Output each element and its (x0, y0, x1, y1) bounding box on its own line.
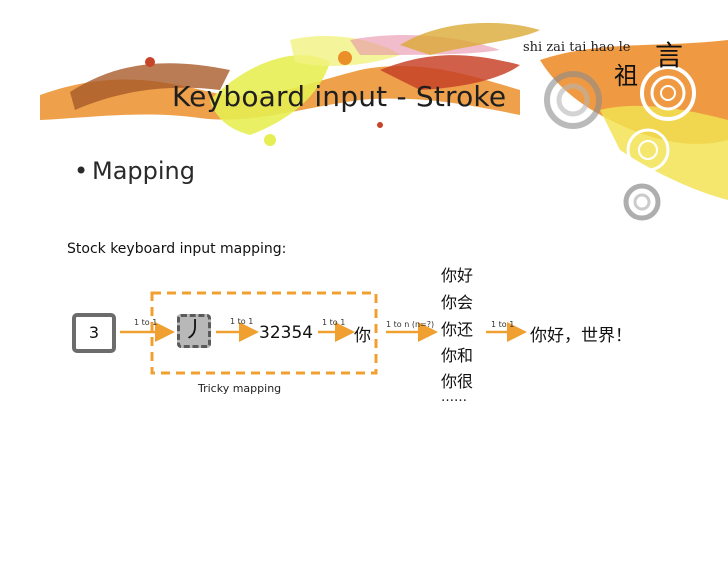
decorative-banner (40, 22, 728, 221)
banner-brush-brown (70, 63, 230, 110)
decorative-pinyin: shi zai tai hao le (523, 40, 631, 55)
arrow-label-3: 1 to 1 (322, 318, 346, 327)
banner-dot-red (145, 57, 155, 67)
arrow-label-4: 1 to n (n=?) (386, 320, 435, 329)
tricky-mapping-box (150, 291, 378, 375)
arrow-label-2: 1 to 1 (230, 317, 254, 326)
bullet-dot: • (74, 157, 89, 185)
candidate-more: …… (441, 390, 467, 405)
arrow-label-1: 1 to 1 (134, 318, 158, 327)
banner-dot-yellow (264, 134, 276, 146)
candidate-1: 你好 (441, 266, 474, 285)
stroke-key: 丿 (177, 314, 211, 348)
bullet-text: Mapping (92, 157, 195, 185)
stroke-code: 32354 (259, 323, 314, 343)
tricky-mapping-label: Tricky mapping (198, 382, 282, 395)
arrow-label-5: 1 to 1 (491, 320, 515, 329)
diagram-heading: Stock keyboard input mapping: (67, 241, 287, 257)
decorative-glyph-top: 言 (655, 39, 684, 72)
candidate-5: 你很 (441, 372, 474, 391)
candidate-2: 你会 (441, 293, 474, 312)
first-character: 你 (354, 326, 371, 346)
banner-brush-yellow-right (600, 105, 728, 200)
banner-dot-small (377, 122, 383, 128)
candidate-4: 你和 (441, 346, 474, 365)
banner-rings (544, 65, 696, 221)
banner-dot-orange (338, 51, 352, 65)
banner-swirl-gold (400, 22, 540, 55)
banner-brush-red (380, 55, 520, 90)
keyboard-key-3: 3 (72, 313, 116, 353)
bullet-item: •Mapping (74, 157, 195, 185)
banner-brush-yellow (210, 55, 330, 136)
decorative-glyph-mid: 祖 (614, 62, 638, 90)
candidate-3: 你还 (441, 320, 474, 339)
slide-title: Keyboard input - Stroke (172, 80, 507, 113)
result-text: 你好，世界！ (530, 326, 632, 346)
